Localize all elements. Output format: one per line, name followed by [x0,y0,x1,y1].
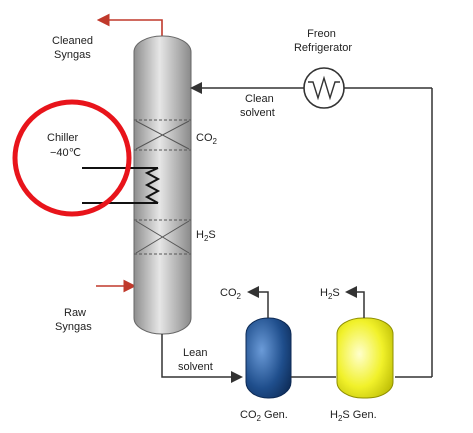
freon-refrigerator [303,67,345,109]
h2s-packed-bed [134,219,191,255]
absorber-column [133,35,192,335]
clean-solvent-label: Clean solvent [240,93,277,119]
freon-refrigerator-label: Freon Refrigerator [294,28,352,54]
chiller-coil [82,167,161,204]
h2s-gen-label: H2S Gen. [330,409,377,423]
co2-out-label: CO2 [220,287,242,301]
h2s-generator-vessel [336,317,394,399]
raw-syngas-label: Raw Syngas [55,307,92,333]
lean-solvent-line [161,334,243,383]
co2-offgas-arrow [247,286,269,318]
h2s-out-label: H2S [320,287,340,301]
lean-solvent-label: Lean solvent [178,347,213,373]
h2s-bed-label: H2S [196,229,216,243]
h2s-offgas-arrow [345,286,365,318]
co2-packed-bed [134,119,191,151]
co2-bed-label: CO2 [196,132,218,146]
chiller-highlight-circle [12,99,132,217]
co2-gen-label: CO2 Gen. [240,409,288,423]
cleaned-syngas-label: Cleaned Syngas [52,35,96,61]
cleaned-syngas-arrow [96,13,163,42]
co2-generator-vessel [245,317,292,399]
chiller-label: Chiller −40℃ [47,132,81,159]
